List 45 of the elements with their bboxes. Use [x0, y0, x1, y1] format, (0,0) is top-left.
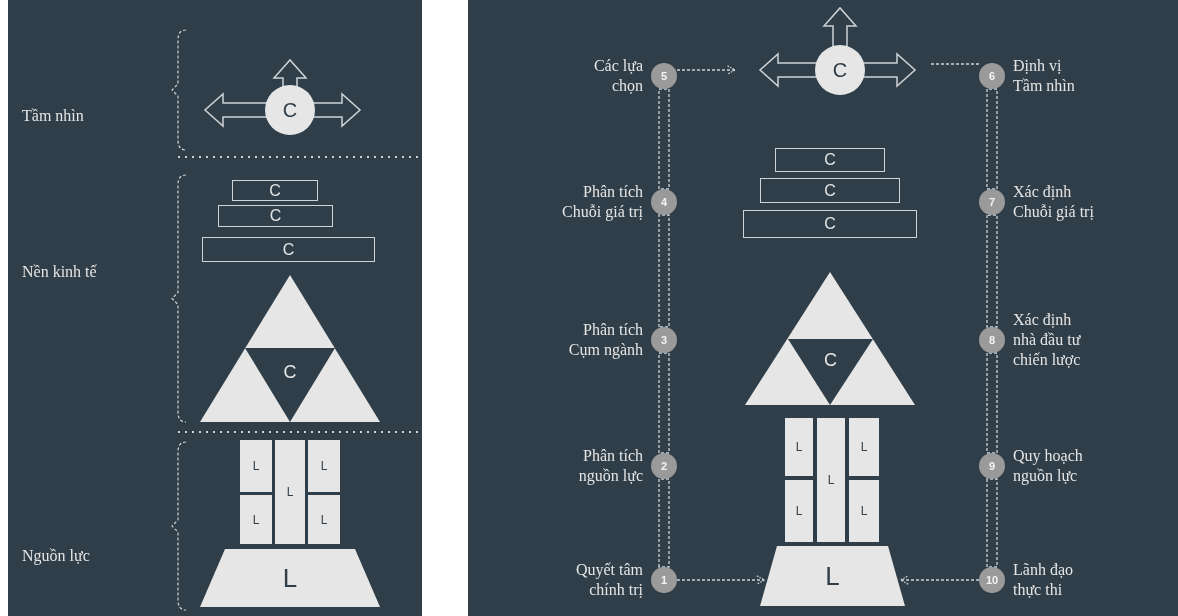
- step-label: Quy hoạch nguồn lực: [1013, 446, 1084, 486]
- step-label: Phân tích Chuỗi giá trị: [561, 182, 643, 222]
- node-text: L: [825, 560, 840, 592]
- block-node: L: [817, 418, 845, 542]
- block-node: L: [240, 440, 272, 492]
- step-label: Xác định nhà đầu tư chiến lược: [1013, 310, 1082, 370]
- step-label: Định vị Tầm nhìn: [1013, 56, 1076, 96]
- connector-line: [986, 214, 998, 328]
- step-label: Phân tích Cụm ngành: [567, 320, 643, 360]
- step-label: Quyết tâm chính trị: [574, 560, 643, 600]
- side-label: Nguồn lực: [22, 546, 90, 566]
- block-node: L: [240, 495, 272, 544]
- block-node: L: [849, 418, 879, 476]
- block-node: L: [785, 418, 813, 476]
- bar-node: C: [218, 205, 333, 227]
- side-label: Nền kinh tế: [22, 262, 97, 282]
- bar-node: C: [760, 178, 900, 203]
- node-text: L: [282, 562, 298, 594]
- connector-line: [986, 478, 998, 568]
- connector-line: [658, 88, 670, 190]
- connector-line: [658, 214, 670, 328]
- connector-line: [658, 478, 670, 568]
- block-node: L: [308, 495, 340, 544]
- block-node: L: [785, 480, 813, 542]
- node-text: C: [824, 349, 837, 371]
- step-label: Phân tích nguồn lực: [577, 446, 643, 486]
- connector-line: [986, 88, 998, 190]
- node-text: C: [283, 361, 297, 383]
- bar-node: C: [232, 180, 318, 201]
- bar-node: C: [743, 210, 917, 238]
- side-label: Tầm nhìn: [22, 106, 84, 126]
- connector-line: [676, 65, 736, 75]
- connector-line: [986, 352, 998, 454]
- connector-line: [658, 352, 670, 454]
- step-label: Các lựa chọn: [592, 56, 643, 96]
- block-node: L: [275, 440, 305, 544]
- connector-line: [929, 63, 980, 65]
- block-node: L: [849, 480, 879, 542]
- bar-node: C: [202, 237, 375, 262]
- bar-node: C: [775, 148, 885, 172]
- connector-line: [900, 575, 980, 585]
- step-label: Lãnh đạo thực thi: [1013, 560, 1074, 600]
- step-label: Xác định Chuỗi giá trị: [1013, 182, 1095, 222]
- block-node: L: [308, 440, 340, 492]
- connector-line: [676, 575, 765, 585]
